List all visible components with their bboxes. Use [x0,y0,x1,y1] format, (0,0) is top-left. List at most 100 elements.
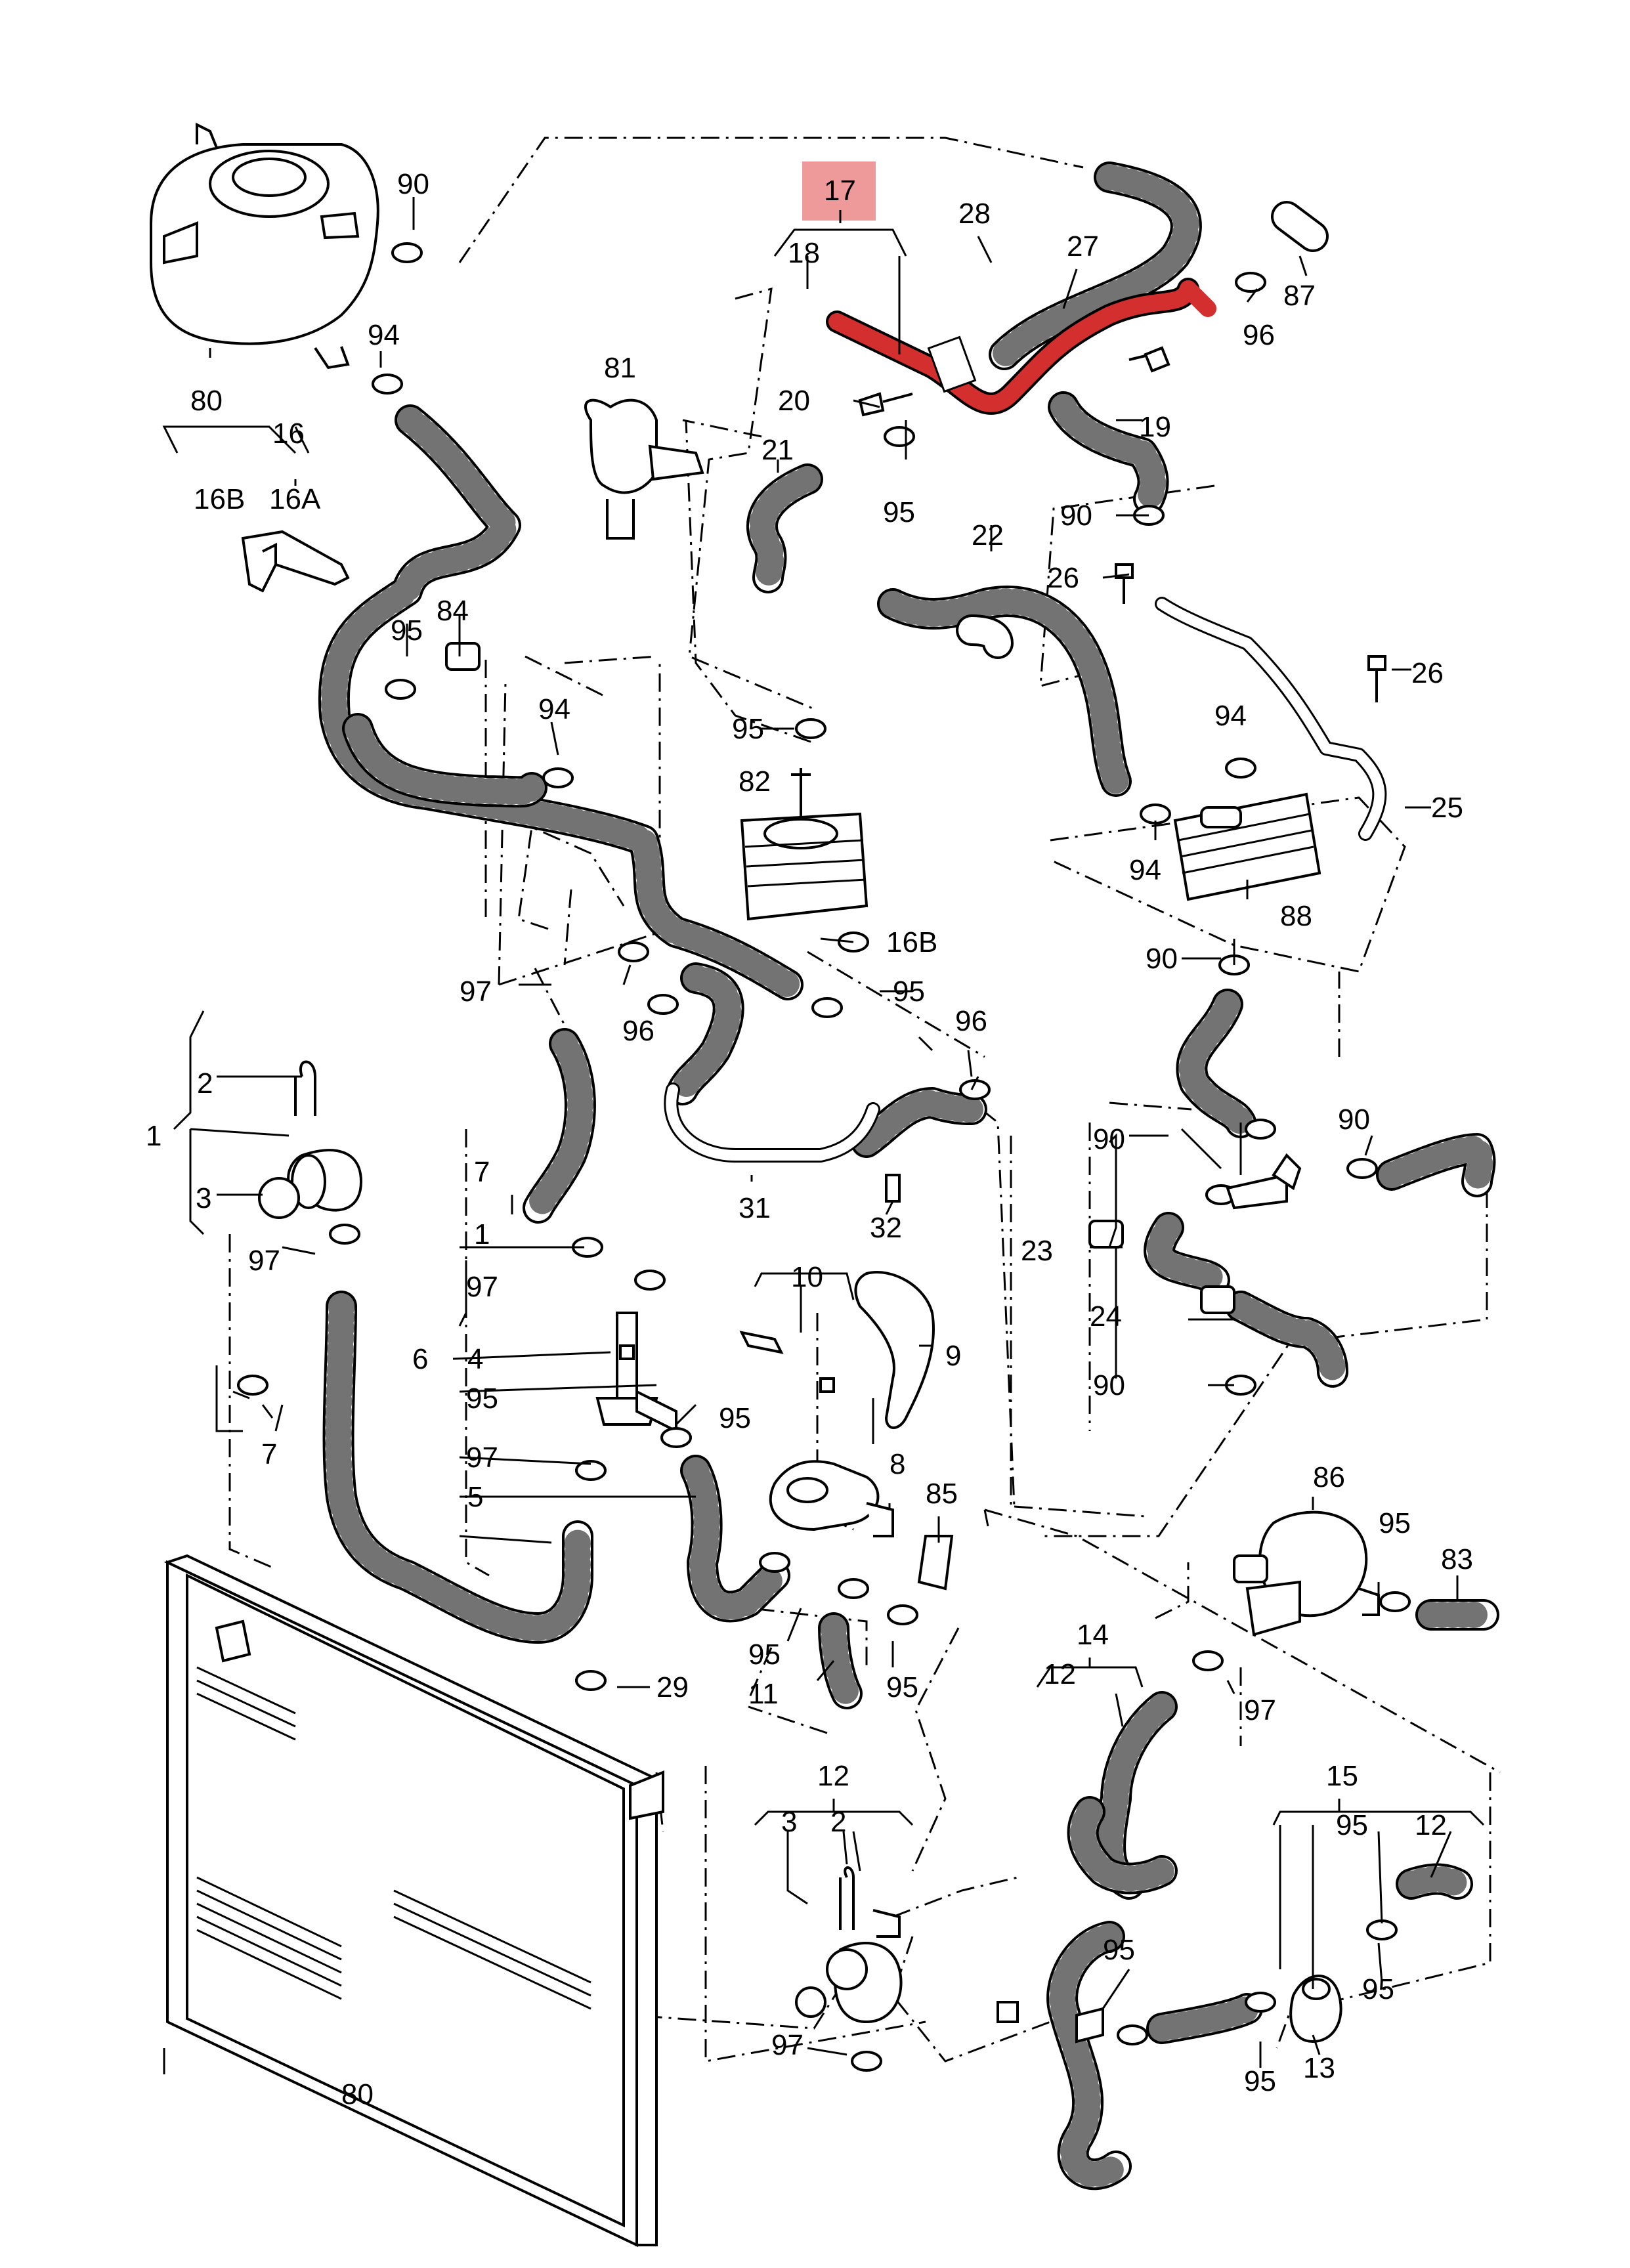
hose-15 [1046,1921,1132,2191]
hose-left-radiator [322,1291,593,1644]
label-95[interactable]: 95 [732,713,764,745]
label-95[interactable]: 95 [893,975,925,1008]
label-13[interactable]: 13 [1303,2052,1335,2084]
label-3[interactable]: 3 [781,1806,797,1838]
hose-right-upper [1376,1133,1496,1197]
label-96[interactable]: 96 [955,1005,987,1037]
fitting-85 [917,1535,954,1591]
label-95[interactable]: 95 [1244,2065,1276,2097]
label-94[interactable]: 94 [1129,854,1161,886]
label-16B[interactable]: 16B [194,483,245,515]
fitting-12-lower [795,1866,903,2024]
hose-11 [818,1612,863,1709]
label-26[interactable]: 26 [1411,657,1444,689]
label-90[interactable]: 90 [397,168,429,200]
label-32[interactable]: 32 [870,1212,902,1244]
t-piece-4 [595,1312,677,1434]
label-97[interactable]: 97 [771,2029,804,2061]
label-23[interactable]: 23 [1021,1235,1053,1267]
label-97[interactable]: 97 [466,1442,498,1474]
label-94[interactable]: 94 [368,319,400,351]
label-16A[interactable]: 16A [269,483,321,515]
label-19[interactable]: 19 [1139,411,1171,443]
label-90[interactable]: 90 [1093,1123,1125,1155]
label-80[interactable]: 80 [341,2078,374,2110]
label-29[interactable]: 29 [656,1671,689,1703]
label-27[interactable]: 27 [1067,230,1099,263]
label-88[interactable]: 88 [1280,900,1312,932]
label-31[interactable]: 31 [739,1192,771,1224]
label-1[interactable]: 1 [474,1218,490,1251]
label-95[interactable]: 95 [719,1402,751,1434]
label-6[interactable]: 6 [412,1343,428,1375]
label-20[interactable]: 20 [778,385,810,417]
label-24[interactable]: 24 [1090,1300,1122,1333]
label-18[interactable]: 18 [788,237,820,269]
label-84[interactable]: 84 [437,595,469,627]
label-94[interactable]: 94 [1214,700,1247,732]
hose-center-95 [680,1455,790,1623]
label-97[interactable]: 97 [466,1271,498,1303]
hose-14-branch [1067,1796,1178,1894]
radiator [163,1554,664,2248]
label-3[interactable]: 3 [196,1182,211,1214]
label-86[interactable]: 86 [1313,1461,1345,1493]
label-95[interactable]: 95 [1362,1973,1394,2005]
label-87[interactable]: 87 [1283,280,1316,312]
label-2[interactable]: 2 [830,1806,846,1838]
label-7[interactable]: 7 [474,1156,490,1188]
hoses [318,161,1499,2191]
label-82[interactable]: 82 [739,765,771,798]
label-95[interactable]: 95 [1379,1507,1411,1539]
label-97[interactable]: 97 [1244,1694,1276,1726]
label-80[interactable]: 80 [190,385,223,417]
label-95[interactable]: 95 [391,614,423,647]
label-16[interactable]: 16 [272,417,305,450]
label-14[interactable]: 14 [1077,1619,1109,1651]
label-90[interactable]: 90 [1093,1369,1125,1401]
leader-lines [162,197,1485,2074]
label-15[interactable]: 15 [1326,1760,1358,1792]
coolant-hose-reservoir [318,404,804,1000]
label-9[interactable]: 9 [945,1340,961,1372]
label-17[interactable]: 17 [824,175,856,207]
label-90[interactable]: 90 [1338,1103,1370,1136]
label-12[interactable]: 12 [1415,1809,1447,1841]
label-10[interactable]: 10 [791,1261,823,1293]
hose-87 [1271,201,1329,252]
hose-22-branch [956,614,1014,659]
label-95[interactable]: 95 [883,496,915,528]
label-96[interactable]: 96 [622,1015,654,1047]
label-4[interactable]: 4 [467,1343,483,1375]
label-97[interactable]: 97 [248,1245,280,1277]
label-81[interactable]: 81 [604,352,636,384]
label-90[interactable]: 90 [1146,943,1178,975]
label-95[interactable]: 95 [466,1382,498,1415]
label-16B[interactable]: 16B [886,926,937,958]
label-95[interactable]: 95 [1103,1934,1135,1966]
label-26[interactable]: 26 [1047,562,1079,594]
label-11[interactable]: 11 [748,1678,779,1710]
part-17-highlight-box [802,161,876,221]
label-95[interactable]: 95 [748,1638,781,1671]
label-12[interactable]: 12 [1044,1658,1076,1690]
label-22[interactable]: 22 [972,519,1004,551]
label-7[interactable]: 7 [261,1438,277,1470]
label-5[interactable]: 5 [467,1481,483,1513]
label-8[interactable]: 8 [890,1448,905,1480]
label-95[interactable]: 95 [1336,1809,1368,1841]
label-94[interactable]: 94 [538,693,570,725]
label-85[interactable]: 85 [926,1478,958,1510]
label-25[interactable]: 25 [1431,792,1463,824]
label-95[interactable]: 95 [886,1671,918,1703]
label-97[interactable]: 97 [460,975,492,1008]
label-28[interactable]: 28 [958,198,991,230]
label-12[interactable]: 12 [817,1760,849,1792]
label-96[interactable]: 96 [1243,319,1275,351]
label-83[interactable]: 83 [1441,1543,1473,1575]
label-90[interactable]: 90 [1060,500,1092,532]
label-1[interactable]: 1 [146,1120,161,1152]
label-2[interactable]: 2 [197,1067,213,1100]
highlighted-pipe-17[interactable] [802,161,1216,415]
label-21[interactable]: 21 [761,434,794,466]
